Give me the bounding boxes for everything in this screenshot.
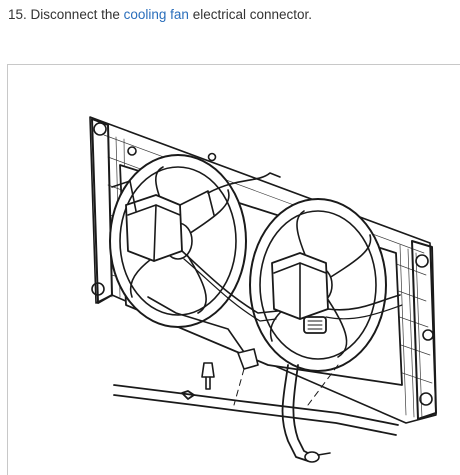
fan-electrical-connector (303, 316, 327, 334)
step-number: 15. (8, 7, 27, 22)
radiator-cooling-fan-diagram-icon (89, 116, 437, 463)
line-fitting (201, 362, 215, 390)
cooler-lines (113, 364, 399, 462)
step-text-after-link: electrical connector. (192, 7, 313, 22)
radiator-frame (89, 116, 437, 424)
left-fan-motor (111, 180, 215, 262)
cooling-fan-link[interactable]: cooling fan (123, 7, 189, 22)
right-fan-motor (271, 252, 329, 320)
wiring-harness (207, 172, 281, 194)
figure-frame (7, 64, 460, 475)
step-instruction: 15. Disconnect the cooling fan electrica… (8, 7, 312, 22)
step-text-before-link: Disconnect the (30, 7, 120, 22)
right-tank (411, 240, 437, 420)
lower-fitting (304, 451, 331, 463)
